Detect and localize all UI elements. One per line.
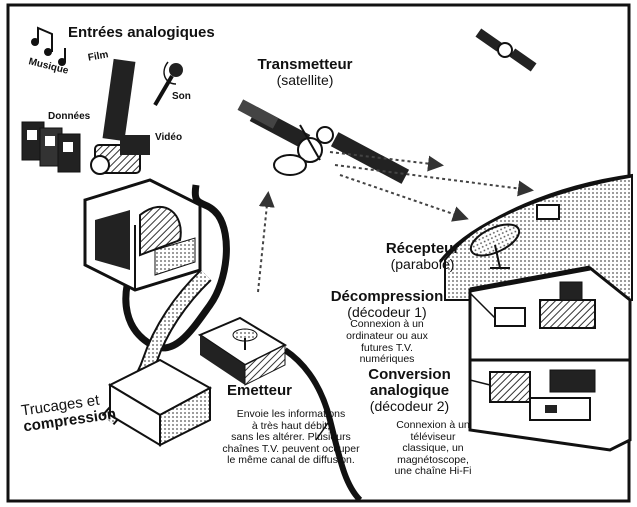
emitter-desc-5: le même canal de diffusion. xyxy=(227,454,355,467)
label-conversion: Conversion analogique (décodeur 2) xyxy=(352,367,467,413)
decompression-desc-1: Connexion à un xyxy=(350,318,424,331)
input-machine-illustration xyxy=(83,178,202,292)
receiver-title: Récepteur xyxy=(385,240,460,257)
receiver-sub: (parabole) xyxy=(390,255,455,272)
conversion-title-2: analogique xyxy=(369,381,450,399)
emitter-desc-2: à très haut débit, xyxy=(251,419,331,432)
conversion-title-1: Conversion xyxy=(368,366,451,383)
transmitter-title: Transmetteur xyxy=(257,56,353,73)
conversion-desc-1: Connexion à un xyxy=(396,419,470,431)
house-cutaway xyxy=(468,265,632,452)
conversion-desc-5: une chaîne Hi-Fi xyxy=(394,465,472,478)
transmitter-sub: (satellite) xyxy=(276,71,334,88)
decompression-desc-3: futures T.V. xyxy=(361,341,413,354)
decompression-desc-4: numériques xyxy=(359,353,415,366)
relay-box xyxy=(536,204,560,220)
decompression-sub: (décodeur 1) xyxy=(347,303,427,320)
signal-beams xyxy=(257,151,534,293)
label-video: Vidéo xyxy=(155,132,183,143)
music-notes-icon xyxy=(31,26,66,66)
small-satellite-illustration xyxy=(475,28,537,72)
label-analog-inputs: Entrées analogiques xyxy=(68,24,215,41)
label-decompression: Décompression (décodeur 1) Connexion à u… xyxy=(322,289,452,366)
video-camera-icon xyxy=(90,135,150,175)
label-emitter-desc: Envoie les informations à très haut débi… xyxy=(196,408,386,467)
emitter-desc-4: chaînes T.V. peuvent occuper xyxy=(222,442,360,455)
label-receiver: Récepteur (parabole) xyxy=(375,241,470,271)
main-satellite-illustration xyxy=(237,99,410,184)
film-strip-icon xyxy=(102,58,136,142)
conversion-desc-3: classique, un xyxy=(402,442,464,455)
label-transmitter: Transmetteur (satellite) xyxy=(245,57,365,87)
emitter-building xyxy=(197,316,288,386)
label-emitter: Emetteur xyxy=(227,382,293,399)
emitter-desc-3: sans les altérer. Plusieurs xyxy=(231,431,351,444)
winding-cable xyxy=(122,184,230,352)
decompression-title: Décompression xyxy=(330,288,444,305)
leader-lines xyxy=(315,292,496,441)
conversion-desc-4: magnétoscope, xyxy=(397,453,469,466)
microphone-icon xyxy=(153,61,183,107)
decompression-desc-2: ordinateur ou aux xyxy=(346,329,428,342)
conversion-desc-2: téléviseur xyxy=(410,430,456,443)
label-data: Données xyxy=(48,111,91,122)
satellite-dish-illustration xyxy=(469,223,521,269)
emitter-desc-1: Envoie les informations xyxy=(236,408,346,420)
label-conversion-desc: Connexion à un téléviseur classique, un … xyxy=(383,419,483,478)
conversion-sub: (décodeur 2) xyxy=(369,397,450,414)
data-cassettes-illustration xyxy=(21,121,81,173)
compression-box xyxy=(107,358,213,447)
label-sound: Son xyxy=(172,91,191,102)
